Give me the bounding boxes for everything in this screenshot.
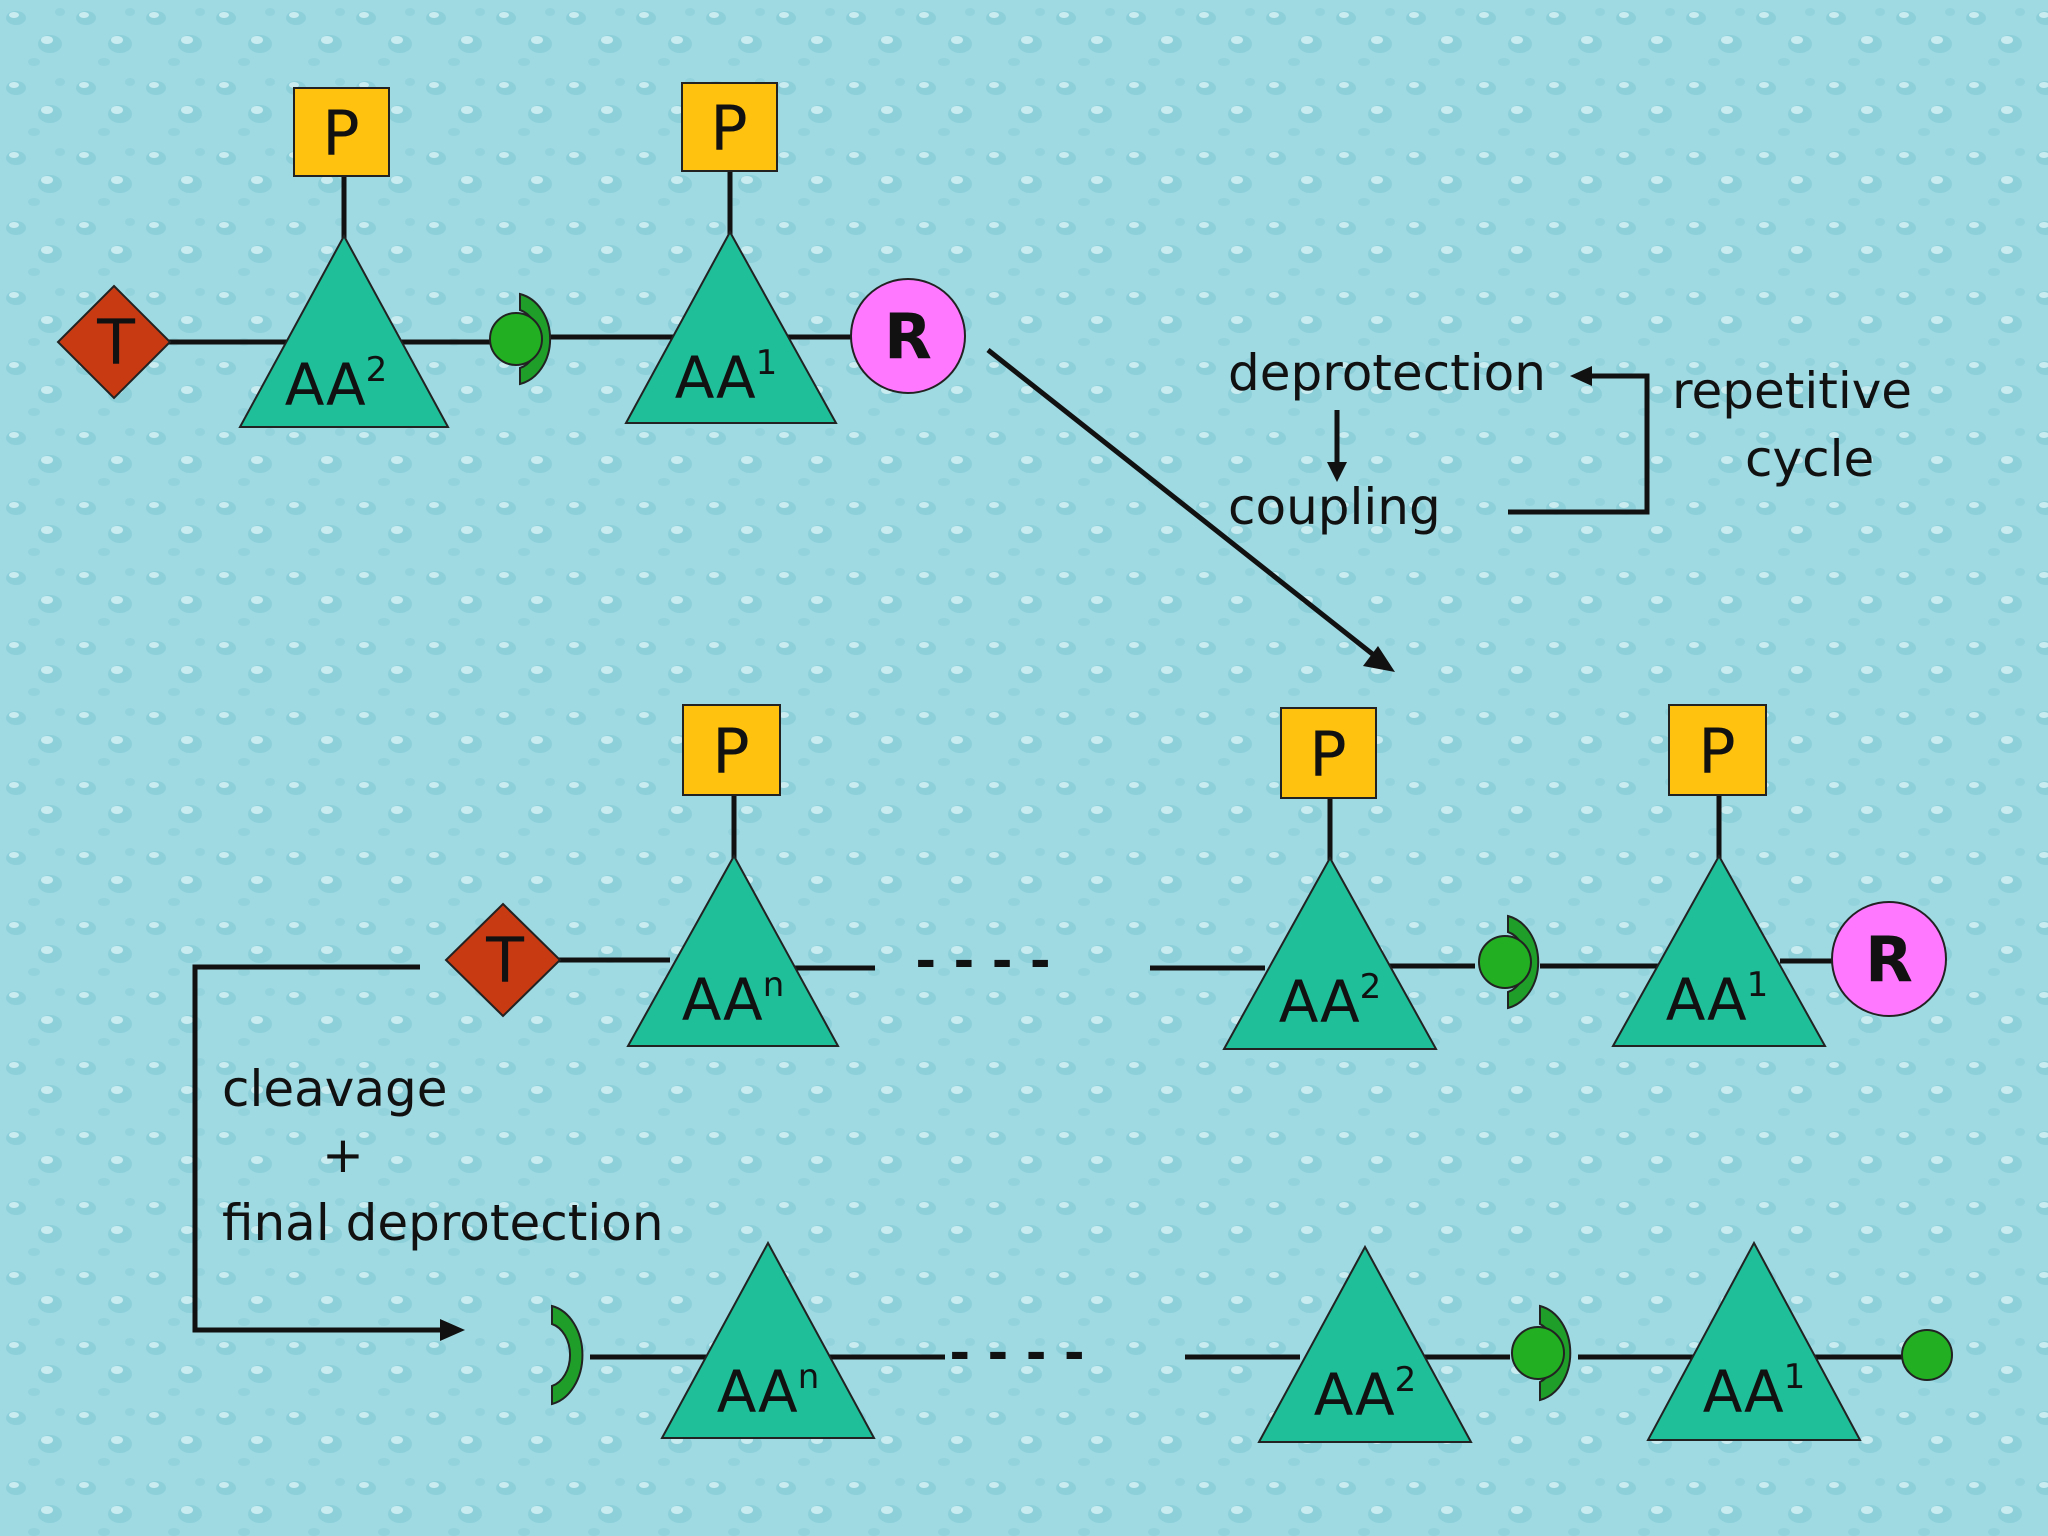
row3-aa1-label: AA1	[1703, 1357, 1806, 1426]
row2-protect-label: P	[712, 715, 749, 788]
row2-protect-label: P	[1698, 715, 1735, 788]
row2-aa2-label: AA2	[1279, 967, 1382, 1036]
row1-resin-circle	[850, 278, 966, 394]
row2-dash-gap: - - - -	[915, 932, 1050, 990]
diagonal-arrow-line	[986, 348, 1382, 662]
cleavage-bracket	[192, 964, 448, 1333]
row1-bond-ball	[489, 312, 543, 366]
row1-linker-diamond	[56, 284, 172, 400]
deprotection-label: deprotection	[1228, 344, 1546, 402]
row1-aa1-label: AA1	[675, 343, 778, 412]
row2-protect-label: P	[1309, 718, 1346, 791]
row3-cterm-ball	[1901, 1329, 1953, 1381]
row1-aa2-label: AA2	[285, 350, 388, 419]
row1-protect-box-aa1	[681, 82, 778, 172]
row3-aan-label: AAn	[717, 1357, 820, 1426]
row1-aa2-triangle	[238, 233, 450, 428]
row3-nterm-cap	[551, 1304, 584, 1406]
row3-aa1-triangle	[1646, 1240, 1862, 1441]
row1-linker-label: T	[96, 306, 136, 379]
row2-linker-diamond	[444, 902, 562, 1018]
row2-aan-label: AAn	[682, 965, 785, 1034]
row2-aa1-triangle	[1611, 853, 1827, 1047]
row1-protect-label: P	[322, 97, 359, 170]
row1-aa1-triangle	[624, 229, 838, 424]
row3-aan-triangle	[660, 1240, 876, 1439]
row1-protect-box-aa2	[293, 87, 390, 177]
row2-protect-box-aa1	[1668, 704, 1767, 796]
row2-aa2-triangle	[1222, 855, 1438, 1050]
row3-aa2-label: AA2	[1314, 1360, 1417, 1429]
final-deprotection-label: final deprotection	[222, 1194, 664, 1252]
coupling-label: coupling	[1228, 478, 1441, 536]
row2-linker-label: T	[485, 924, 525, 997]
cycle-label: cycle	[1745, 430, 1874, 488]
cleavage-label: cleavage	[222, 1060, 448, 1118]
repetitive-label: repetitive	[1672, 362, 1912, 420]
row2-aan-triangle	[626, 853, 840, 1047]
row2-bond-ball	[1478, 935, 1532, 989]
row1-resin-label: R	[884, 300, 932, 373]
row2-protect-box-aan	[682, 704, 781, 796]
row3-aa2-triangle	[1257, 1244, 1473, 1443]
row2-resin-circle	[1831, 901, 1947, 1017]
down-arrowhead	[1327, 462, 1347, 482]
row2-aa1-label: AA1	[1666, 965, 1769, 1034]
row2-protect-box-aa2	[1280, 707, 1377, 799]
row3-bond-ball	[1511, 1326, 1565, 1380]
row2-resin-label: R	[1865, 923, 1913, 996]
cleavage-arrowhead	[440, 1319, 465, 1341]
diagonal-arrowhead	[1363, 646, 1395, 672]
cycle-arrowhead	[1570, 366, 1592, 386]
row1-protect-label: P	[710, 92, 747, 165]
cycle-bracket	[1508, 373, 1650, 515]
row3-dash-gap: - - - -	[949, 1324, 1084, 1382]
plus-label: +	[322, 1126, 364, 1184]
